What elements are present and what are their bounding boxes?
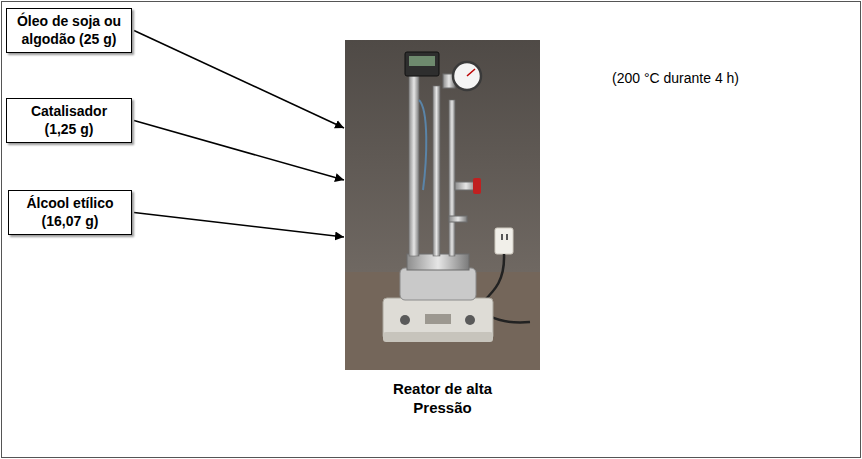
ingredient-box: Óleo de soja ou algodão (25 g) [6, 8, 132, 53]
condition-note: (200 °C durante 4 h) [612, 70, 739, 87]
arrow-connector [134, 213, 344, 238]
box-text: Catalisador (1,25 g) [13, 103, 125, 138]
box-text: Óleo de soja ou algodão (25 g) [13, 13, 125, 48]
ingredient-box: Catalisador (1,25 g) [6, 98, 132, 143]
box-text: Álcool etílico (16,07 g) [15, 195, 125, 230]
photo-caption: Reator de alta Pressão [373, 380, 513, 418]
ingredient-box: Álcool etílico (16,07 g) [8, 190, 132, 235]
arrow-connector [134, 31, 344, 129]
arrow-connector [134, 121, 344, 181]
reactor-photo [345, 40, 540, 370]
reactor-photo-node: Reator de alta Pressão [345, 40, 540, 370]
